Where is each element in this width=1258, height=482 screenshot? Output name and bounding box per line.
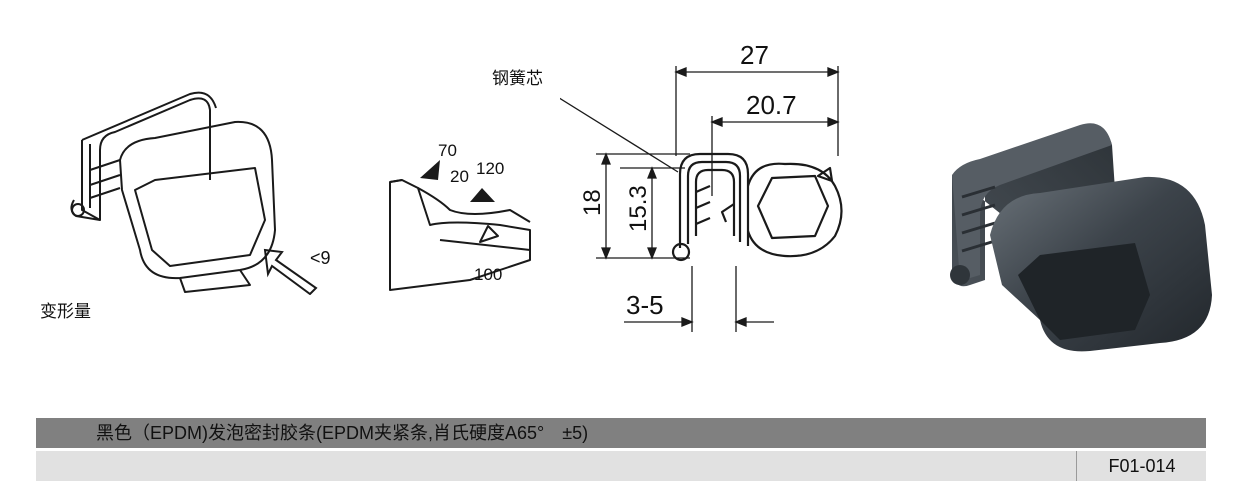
dim-27: 27: [740, 40, 769, 70]
deformation-value: <9: [310, 248, 331, 268]
angle-70: 70: [438, 141, 457, 160]
product-description: 黑色（EPDM)发泡密封胶条(EPDM夹紧条,肖氏硬度A65° ±5): [96, 423, 589, 443]
profile-line-drawing: <9: [70, 91, 331, 295]
product-code: F01-014: [1076, 451, 1207, 481]
cross-section-drawing: 27 20.7 18 15.3 3-5: [560, 40, 843, 332]
dim-3-5: 3-5: [626, 290, 664, 320]
deformation-label: 变形量: [40, 302, 91, 321]
angle-diagram: 70 20 120 100: [389, 141, 531, 291]
angle-120: 120: [476, 159, 504, 178]
dim-20-7: 20.7: [746, 90, 797, 120]
profile-3d-render: [950, 123, 1212, 352]
core-label: 钢簧芯: [492, 69, 543, 88]
angle-20: 20: [450, 167, 469, 186]
deformation-arrow: [263, 248, 318, 295]
code-bar: F01-014: [36, 451, 1206, 481]
dim-15-3: 15.3: [625, 185, 652, 232]
description-bar: 黑色（EPDM)发泡密封胶条(EPDM夹紧条,肖氏硬度A65° ±5): [36, 418, 1206, 448]
angle-100: 100: [474, 265, 502, 284]
dim-18: 18: [579, 189, 606, 216]
